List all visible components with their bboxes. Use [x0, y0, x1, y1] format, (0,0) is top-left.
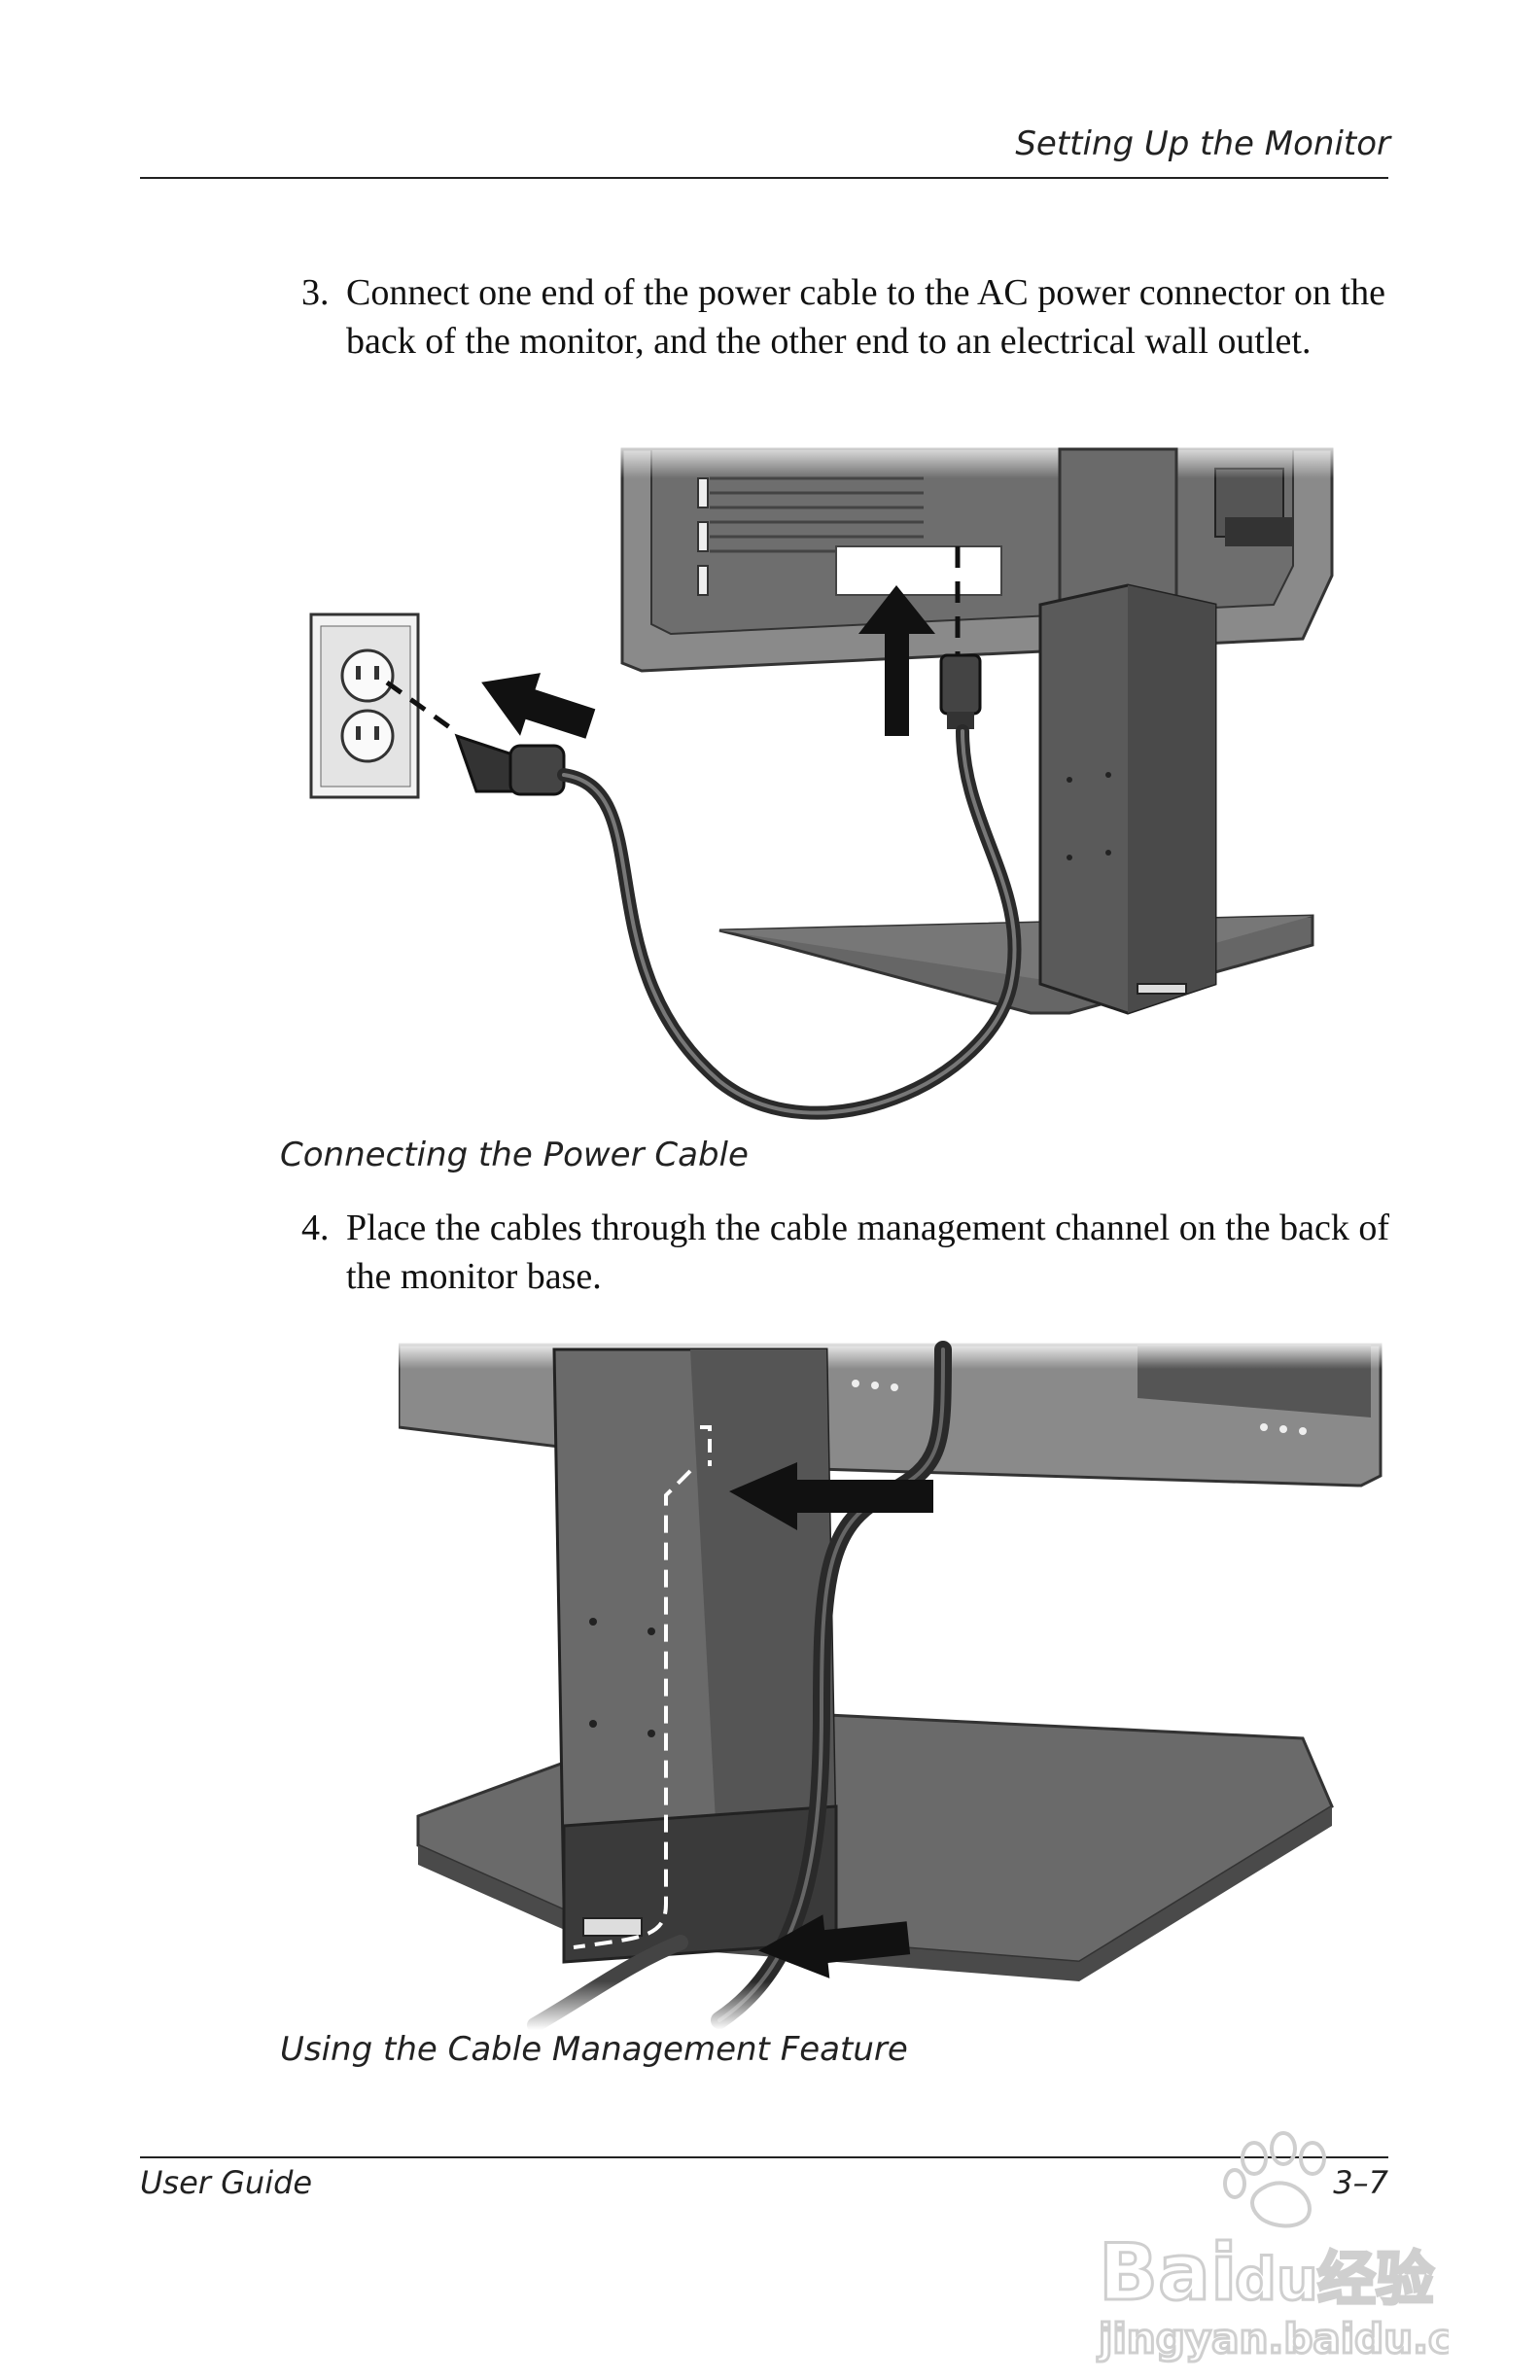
watermark-cn: 经验	[1317, 2246, 1434, 2314]
wall-outlet	[309, 612, 420, 799]
figure-power-cable	[309, 439, 1351, 1120]
watermark-brand-suffix: du	[1235, 2246, 1318, 2314]
figure-cable-management	[399, 1340, 1390, 2030]
step-text: Connect one end of the power cable to th…	[346, 272, 1385, 362]
arrow-icon	[729, 1462, 933, 1978]
step-4: 4. Place the cables through the cable ma…	[301, 1204, 1400, 1301]
monitor-back	[612, 439, 1351, 673]
figure-caption: Connecting the Power Cable	[280, 1136, 749, 1174]
arrow-icon	[481, 585, 935, 739]
figure-caption: Using the Cable Management Feature	[280, 2030, 908, 2069]
power-plug	[385, 680, 566, 796]
channel-guide	[573, 1469, 692, 1949]
watermark-brand: Bai	[1099, 2227, 1237, 2318]
footer-left: User Guide	[140, 2164, 313, 2201]
step-number: 3.	[301, 272, 330, 313]
header-rule	[140, 177, 1388, 179]
step-number: 4.	[301, 1208, 330, 1248]
step-3: 3. Connect one end of the power cable to…	[301, 268, 1400, 366]
running-header: Setting Up the Monitor	[1015, 124, 1390, 163]
monitor-bottom	[399, 1340, 1390, 1488]
watermark-url: jingyan.baidu.com	[1097, 2315, 1449, 2362]
ac-plug	[939, 653, 982, 729]
page-number: 3–7	[1333, 2164, 1388, 2201]
step-text: Place the cables through the cable manag…	[346, 1208, 1390, 1297]
footer-rule	[140, 2156, 1388, 2158]
stand-column	[552, 1348, 838, 1964]
baidu-watermark-logo: Bai du 经验 jingyan.baidu.com	[1096, 2131, 1449, 2364]
